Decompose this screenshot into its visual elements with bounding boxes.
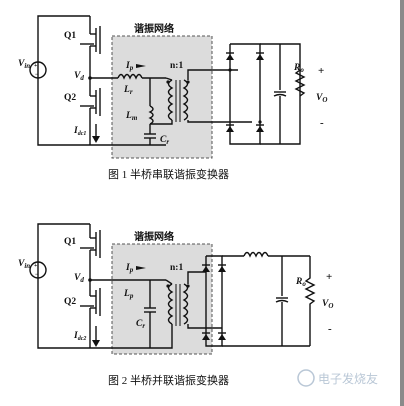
vin-label-2: V [18,259,25,269]
lr-label-1: L [123,85,130,95]
magnetizing-inductor-lm-1 [148,105,154,125]
svg-text:+: + [34,63,38,69]
ip-arrow-2 [136,266,146,270]
idc-label-1: I [73,126,78,136]
cr-label-2: C [136,319,143,329]
ro-label-2: R [295,277,302,287]
mosfet-q1-1 [80,16,101,78]
vo-plus-1: + [318,65,324,77]
q2-label-2: Q2 [64,297,76,307]
input-rail-1 [37,15,90,146]
vo-minus-1: - [320,117,324,129]
idc-label-2: I [73,331,78,341]
svg-text:Cr: Cr [160,135,169,146]
output-filter-inductor-2 [243,251,269,258]
figure-1-series-resonant: 谐振网络 + − Vin Q1 Q2 Vd [18,15,327,181]
vo-label-2: V [322,299,329,309]
vo-minus-2: - [328,323,332,335]
vo-label-1: V [316,93,323,103]
svg-text:Ip: Ip [125,263,134,274]
vd-label-1: V [74,71,81,81]
ip-arrow-1 [136,64,146,68]
svg-text:Ro: Ro [293,63,304,74]
figure-2-parallel-resonant: 谐振网络 + − Vin Q1 Q2 Vd Id [18,223,333,387]
lm-label-1: L [125,111,132,121]
ip-label-2: I [125,263,130,273]
ip-label-1: I [125,61,130,71]
svg-text:VO: VO [316,93,327,104]
vd-label-2: V [74,273,81,283]
mosfet-q1-2 [80,224,101,280]
svg-text:Ip: Ip [125,61,134,72]
svg-text:Idc1: Idc1 [73,126,86,137]
svg-text:Ro: Ro [295,277,306,288]
series-inductor-lr-1 [117,73,143,80]
figure-1-caption: 图 1 半桥串联谐振变换器 [108,167,229,181]
rectifier-bridge-1 [226,43,264,145]
svg-text:Vin: Vin [18,259,30,270]
resonant-network-label-2: 谐振网络 [134,230,174,243]
q1-label-2: Q1 [64,237,76,247]
q2-label-1: Q2 [64,93,76,103]
transformer-2 [166,283,190,326]
input-rail-2 [37,223,90,349]
resonant-network-box-2 [111,243,213,355]
svg-text:−: − [35,72,39,78]
turns-ratio-2: n:1 [170,263,183,273]
watermark-logo-icon [297,369,315,387]
resonant-network-box-1 [111,35,213,159]
svg-text:Vd: Vd [74,71,84,82]
svg-text:Lm: Lm [125,111,138,122]
input-source-1 [29,61,47,79]
cr-label-1: C [160,135,167,145]
watermark-text: 电子发烧友 [318,371,378,386]
vin-label-1: V [18,59,25,69]
svg-text:−: − [35,272,39,278]
svg-text:Vd: Vd [74,273,84,284]
svg-text:Cr: Cr [136,319,145,330]
figure-2-caption: 图 2 半桥并联谐振变换器 [108,373,229,387]
watermark: 电子发烧友 [297,369,378,387]
rectifier-bridge-2 [202,255,226,347]
svg-text:+: + [34,263,38,269]
svg-text:VO: VO [322,299,333,310]
lr-label-2: L [123,289,130,299]
turns-ratio-1: n:1 [170,61,183,71]
mosfet-q2-2 [80,280,101,348]
load-resistor-ro-1 [294,69,306,97]
mosfet-q2-1 [80,78,101,145]
svg-text:Idc2: Idc2 [73,331,86,342]
svg-text:Vin: Vin [18,59,30,70]
right-border [400,0,404,406]
ro-label-1: R [293,63,300,73]
load-resistor-ro-2 [304,256,316,346]
resonant-network-label-1: 谐振网络 [134,22,174,35]
transformer-1 [166,79,190,122]
q1-label-1: Q1 [64,31,76,41]
svg-text:Lr: Lr [123,85,133,96]
input-source-2 [29,261,47,279]
vo-plus-2: + [326,271,332,283]
svg-text:Lp: Lp [123,289,134,300]
